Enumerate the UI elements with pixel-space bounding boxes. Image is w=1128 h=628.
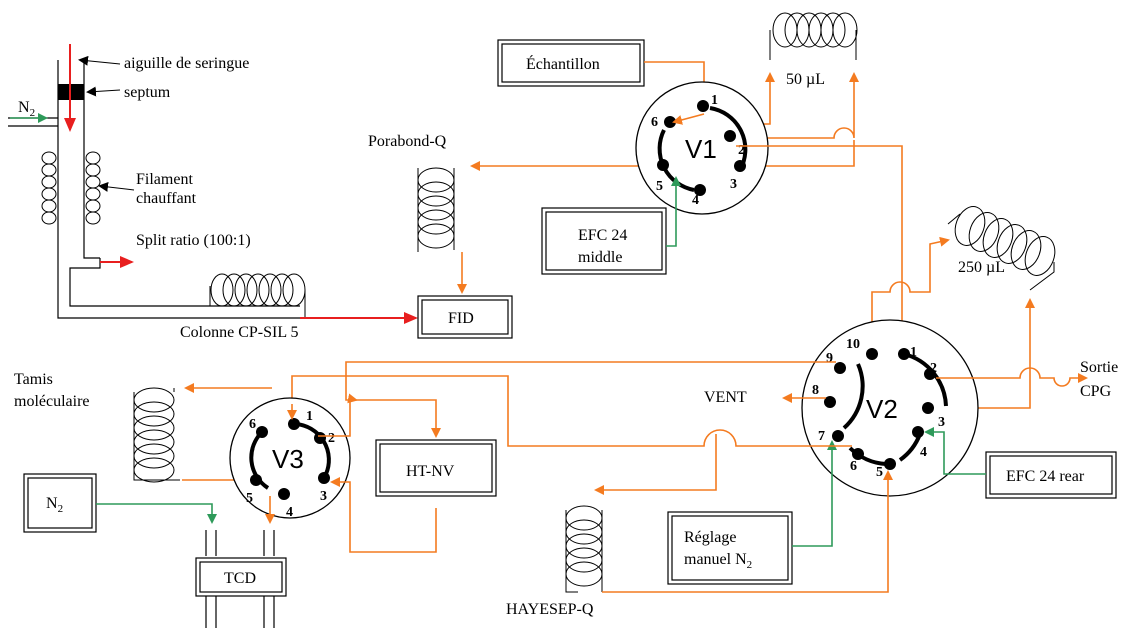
v2-port-10: 10 <box>846 337 860 352</box>
sortie-label-1: Sortie <box>1080 359 1118 376</box>
hayesep-label: HAYESEP-Q <box>506 601 594 618</box>
v1-port-1: 1 <box>711 93 718 108</box>
v2-port-6: 6 <box>850 459 857 474</box>
tcd-label: TCD <box>224 570 256 587</box>
tamis-label-1: Tamis <box>14 371 53 388</box>
filament-label-2: chauffant <box>136 190 197 207</box>
v2-port-1: 1 <box>910 345 917 360</box>
v1-port-6: 6 <box>651 115 658 130</box>
svg-text:N2: N2 <box>18 99 35 119</box>
sortie-label-2: CPG <box>1080 383 1112 400</box>
v3-label: V3 <box>272 444 304 474</box>
filament-label-1: Filament <box>136 171 193 188</box>
v2-port-2: 2 <box>930 361 937 376</box>
tamis-label-2: moléculaire <box>14 393 90 410</box>
htnv-box: HT-NV <box>375 439 497 497</box>
reglage-label-2: manuel N <box>684 551 747 568</box>
htnv-label: HT-NV <box>406 463 455 480</box>
v3-port-2: 2 <box>328 431 335 446</box>
porabond-label: Porabond-Q <box>368 133 447 150</box>
loop-50ul <box>769 12 858 60</box>
v2-port-3: 3 <box>938 415 945 430</box>
needle-label: aiguille de seringue <box>124 55 249 72</box>
v2-port-9: 9 <box>826 351 833 366</box>
v2-label: V2 <box>866 394 898 424</box>
v3-port-5: 5 <box>246 491 253 506</box>
svg-text:N2: N2 <box>46 495 63 515</box>
fid-label: FID <box>448 310 474 327</box>
column-tamis <box>133 387 180 483</box>
v3-port-6: 6 <box>249 417 256 432</box>
efc-rear-box: EFC 24 rear <box>985 451 1117 499</box>
n2-box-label: N <box>46 495 58 512</box>
loop-250ul <box>947 206 1056 291</box>
v1-port-5: 5 <box>656 179 663 194</box>
fid-box: FID <box>417 295 513 339</box>
loop250-label: 250 µL <box>958 259 1005 276</box>
n2-inlet-sub: 2 <box>30 107 36 119</box>
injector: aiguille de seringue septum N2 Filament … <box>8 44 300 319</box>
sample-label: Échantillon <box>526 54 600 73</box>
valve-v1: V1 1 2 3 4 5 6 <box>635 81 769 215</box>
v3-port-3: 3 <box>320 489 327 504</box>
valve-v2: V2 1 2 3 4 5 6 7 8 9 10 <box>801 319 979 497</box>
column-hayesep <box>565 505 603 593</box>
n2-box: N2 <box>23 473 97 533</box>
efc-rear-label: EFC 24 rear <box>1006 468 1085 485</box>
svg-text:manuel N2: manuel N2 <box>684 551 752 571</box>
filament-coils <box>41 151 101 225</box>
column-porabond <box>417 167 455 252</box>
sample-box: Échantillon <box>497 39 645 87</box>
tcd-box: TCD <box>195 530 287 628</box>
reglage-sub: 2 <box>747 559 753 571</box>
n2-inlet-label: N <box>18 99 30 116</box>
valve-v3: V3 1 2 3 4 5 6 <box>229 397 351 520</box>
column-cpsil-label: Colonne CP-SIL 5 <box>180 324 299 341</box>
loop50-label: 50 µL <box>786 71 825 88</box>
efc-middle-box: EFC 24 middle <box>541 207 667 275</box>
v3-port-1: 1 <box>306 409 313 424</box>
septum-label: septum <box>124 84 171 101</box>
v2-port-7: 7 <box>818 429 825 444</box>
v2-port-8: 8 <box>812 383 819 398</box>
v3-port-4: 4 <box>286 505 293 520</box>
column-cpsil <box>209 273 306 318</box>
efc-middle-label-1: EFC 24 <box>578 227 627 244</box>
n2-box-sub: 2 <box>58 503 64 515</box>
v2-port-4: 4 <box>920 445 927 460</box>
vent-label: VENT <box>704 389 747 406</box>
efc-middle-label-2: middle <box>578 249 622 266</box>
v2-port-5: 5 <box>876 465 883 480</box>
v1-label: V1 <box>685 134 717 164</box>
v1-port-4: 4 <box>692 193 699 208</box>
v1-port-2: 2 <box>738 143 745 158</box>
reglage-label-1: Réglage <box>684 529 736 546</box>
split-label: Split ratio (100:1) <box>136 232 251 249</box>
reglage-box: Réglage manuel N2 <box>667 511 793 585</box>
v1-port-3: 3 <box>730 177 737 192</box>
